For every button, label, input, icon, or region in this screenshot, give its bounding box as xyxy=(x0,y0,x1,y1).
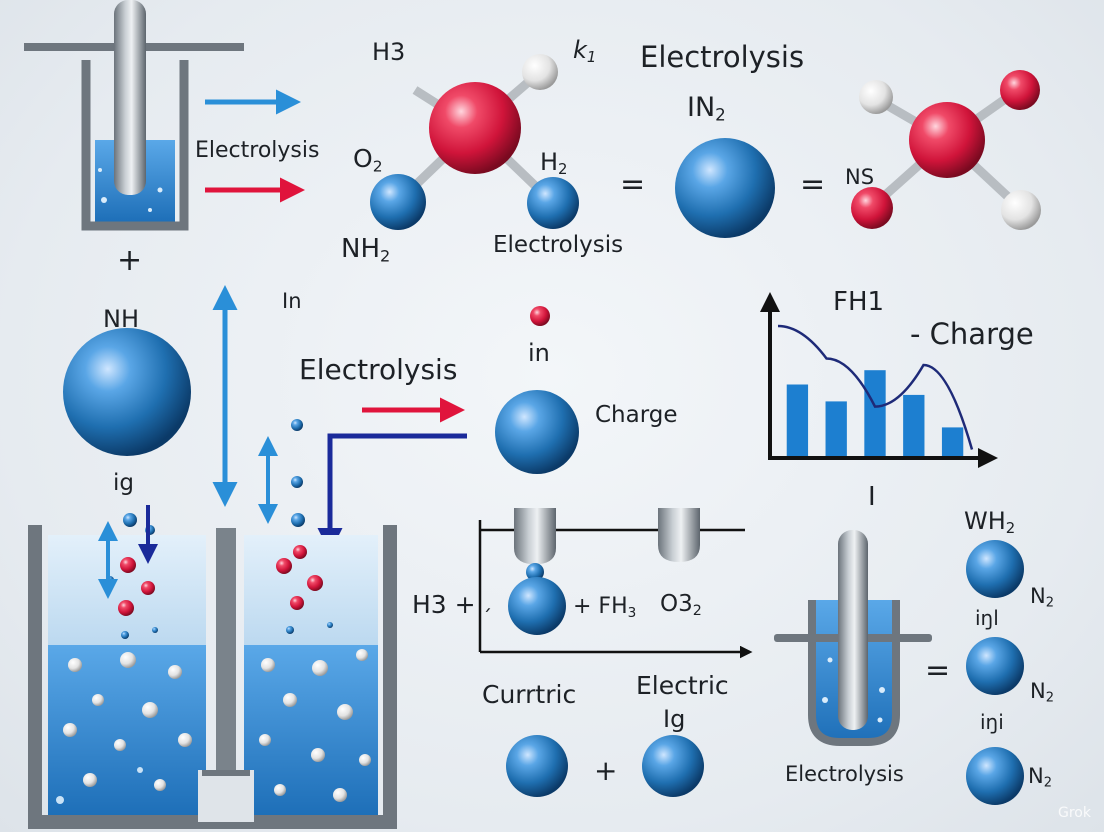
label-n2: N2 xyxy=(1030,679,1054,706)
chart-bar xyxy=(864,370,886,456)
arrow-navy-elbow xyxy=(317,433,467,553)
label-electric: Electric xyxy=(636,671,729,700)
label-inl: iŋl xyxy=(975,606,999,630)
chart-title: FH1 xyxy=(833,287,885,317)
atom-blue xyxy=(642,735,704,797)
label-equals: = xyxy=(925,653,951,688)
molecule-left xyxy=(370,54,579,230)
label-n2: N2 xyxy=(1030,584,1054,611)
label-plus: + xyxy=(117,243,143,278)
chart-series-line xyxy=(777,324,974,450)
label-h3-plus: H3 + xyxy=(412,590,476,619)
label-ini: iŋi xyxy=(980,710,1004,734)
chart-bar xyxy=(786,384,809,456)
label-equals: = xyxy=(800,167,826,202)
label-nh2: NH2 xyxy=(341,234,391,266)
twin-tanks xyxy=(28,419,397,829)
atom-white xyxy=(859,80,893,114)
atom-blue-large xyxy=(63,328,191,456)
label-electrolysis-left: Electrolysis xyxy=(195,138,320,163)
charge-chart xyxy=(760,292,998,468)
label-n2: N2 xyxy=(1028,764,1052,791)
bottom-middle-setup xyxy=(478,508,753,797)
chart-annotation: - Charge xyxy=(910,317,1034,351)
label-ns: NS xyxy=(845,165,875,189)
molecule-right xyxy=(851,70,1041,230)
atom-red xyxy=(1000,70,1040,110)
label-electrolysis-mid: Electrolysis xyxy=(299,353,458,386)
label-in2: IN2 xyxy=(687,92,726,125)
label-plus-bottom: + xyxy=(594,754,618,787)
label-ig-bottom: Ig xyxy=(663,705,686,733)
cell-beaker xyxy=(81,60,189,231)
atom-blue xyxy=(506,735,568,797)
label-electrolysis-bottom: Electrolysis xyxy=(785,762,904,786)
label-o2: O2 xyxy=(353,144,383,176)
label-fh3: + FH3 xyxy=(573,594,637,621)
atom-blue xyxy=(966,540,1024,598)
chart-bar xyxy=(825,401,847,456)
label-h2: H2 xyxy=(540,148,568,179)
label-currtric: Currtric xyxy=(482,680,577,709)
label-electrolysis-mid-top: Electrolysis xyxy=(493,232,624,258)
label-wh2: WH2 xyxy=(964,507,1016,538)
chart-bar xyxy=(941,427,964,456)
watermark: Grok xyxy=(1058,805,1091,821)
label-equals: = xyxy=(620,167,646,202)
atom-blue-large xyxy=(675,138,775,238)
label-in: In xyxy=(282,289,302,313)
atom-blue xyxy=(966,637,1024,695)
atom-blue xyxy=(370,174,426,230)
label-nh: NH xyxy=(103,305,139,333)
label-charge: Charge xyxy=(595,402,678,428)
label-electrolysis-top-right: Electrolysis xyxy=(640,40,805,74)
atom-blue xyxy=(508,577,566,635)
label-in-lower: in xyxy=(528,339,550,367)
atom-blue xyxy=(495,390,579,474)
label-h3: H3 xyxy=(372,38,406,66)
label-k1: k1 xyxy=(573,36,597,67)
label-ig: ig xyxy=(113,470,134,496)
cell-electrode xyxy=(114,0,146,195)
top-left-cell xyxy=(24,0,244,231)
atom-red xyxy=(429,82,521,174)
atom-red xyxy=(851,187,893,229)
atom-blue xyxy=(527,177,579,229)
atom-red xyxy=(909,102,985,178)
atom-red-small xyxy=(530,306,550,326)
atom-white xyxy=(1001,190,1041,230)
label-o32: O32 xyxy=(660,591,702,619)
label-tick: ˏ xyxy=(482,588,492,612)
atom-blue xyxy=(966,747,1024,805)
bottom-right-cell xyxy=(774,530,932,746)
chart-bar xyxy=(903,394,925,456)
label-i: I xyxy=(868,482,876,512)
atom-white xyxy=(522,54,558,90)
